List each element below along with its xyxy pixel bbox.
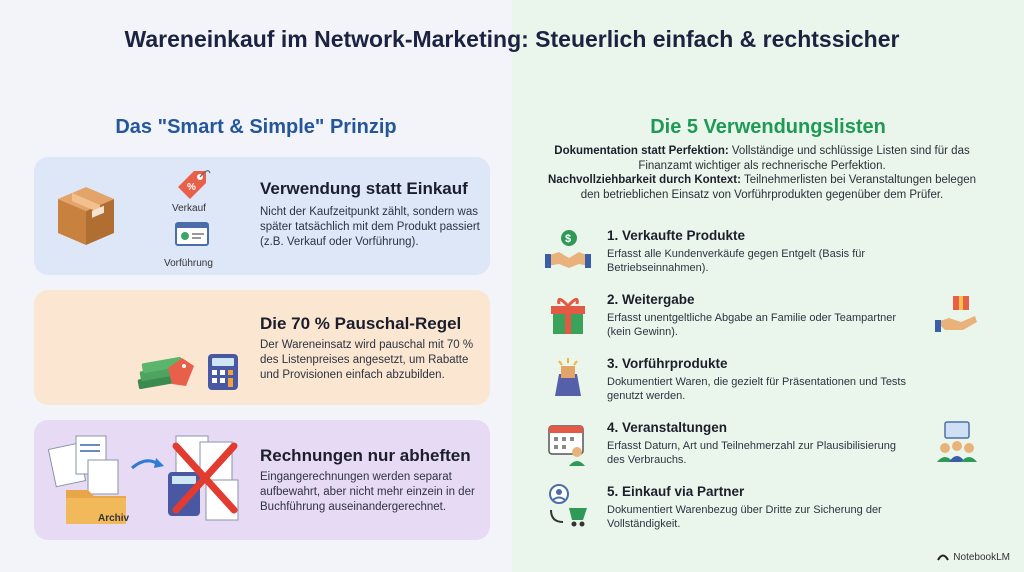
box-icon [54,183,118,254]
intro-p1-text: Vollständige und schlüssige Listen sind … [638,145,970,172]
brand-logo: NotebookLM [937,551,1010,564]
brand-name: NotebookLM [953,552,1010,563]
gift-icon [545,292,591,341]
audience-icon [935,420,979,467]
demo-product-icon [545,356,591,405]
svg-text:$: $ [565,233,571,245]
svg-text:%: % [187,182,196,193]
right-panel-background [512,0,1024,572]
intro-p1-bold: Dokumentation statt Perfektion: [554,145,729,157]
crossed-invoices-icon [162,434,246,531]
list-item: 2. Weitergabe Erfasst unentgeltliche Abg… [545,292,985,348]
card-title: Die 70 % Pauschal-Regel [260,314,462,333]
price-tag-icon: % [172,165,212,208]
notebook-icon [937,551,950,564]
card-title: Rechnungen nur abheften [260,446,471,465]
list-item-text: Dokumentiert Warenbezug über Dritte zur … [607,504,882,530]
calendar-people-icon [545,420,591,471]
right-column-title: Die 5 Verwendungslisten [650,116,886,138]
handshake-icon: $ [545,228,591,277]
hand-gift-icon [935,292,979,339]
page-title: Wareneinkauf im Network-Marketing: Steue… [124,26,900,52]
card-rechnungen: Archiv Rechnungen nur abheften Einganger… [34,420,490,540]
list-item-title: 1. Verkaufte Produkte [607,228,746,243]
card-title: Verwendung statt Einkauf [260,179,468,198]
list-item-title: 3. Vorführprodukte [607,356,728,371]
list-item: 3. Vorführprodukte Dokumentiert Waren, d… [545,356,985,412]
list-item: $ 1. Verkaufte Produkte Erfasst alle Kun… [545,228,985,284]
intro-p2-text: Teilnehmerlisten bei Veranstaltungen bel… [580,174,977,201]
money-stack-icon [134,346,198,399]
left-column-title: Das "Smart & Simple" Prinzip [115,116,397,138]
demo-label: Vorführung [164,258,213,269]
intro-p2-bold: Nachvollziehbarkeit durch Kontext: [547,174,741,186]
list-item: 5. Einkauf via Partner Dokumentiert Ware… [545,484,985,540]
list-item-text: Erfasst unentgeltliche Abgabe an Familie… [607,312,897,338]
list-item: 4. Veranstaltungen Erfasst Daturn, Art u… [545,420,985,476]
list-item-text: Dokumentiert Waren, die gezielt für Präs… [607,376,906,402]
calculator-icon [206,352,240,397]
intro-text: Dokumentation statt Perfektion: Vollstän… [540,144,984,202]
card-text: Der Wareneinsatz wird pauschal mit 70 % … [260,339,474,381]
card-verwendung: % Verkauf Vorführung Verwendung statt Ei… [34,157,490,275]
sale-label: Verkauf [172,203,206,214]
card-text: Eingangerechnungen werden separat aufbew… [260,471,475,513]
list-item-text: Erfasst Daturn, Art und Teilnehmerzahl z… [607,440,896,466]
card-text: Nicht der Kaufzeitpunkt zählt, sondern w… [260,206,480,248]
presentation-icon [174,221,210,254]
archive-label: Archiv [98,513,130,524]
list-item-text: Erfasst alle Kundenverkäufe gegen Entgel… [607,248,866,274]
partner-cart-icon [545,484,591,533]
arrow-right-icon [130,454,166,479]
list-item-title: 5. Einkauf via Partner [607,484,745,499]
documents-folder-icon [47,432,144,533]
list-item-title: 4. Veranstaltungen [607,420,728,435]
card-pauschal-regel: Die 70 % Pauschal-Regel Der Wareneinsatz… [34,290,490,405]
list-item-title: 2. Weitergabe [607,292,695,307]
